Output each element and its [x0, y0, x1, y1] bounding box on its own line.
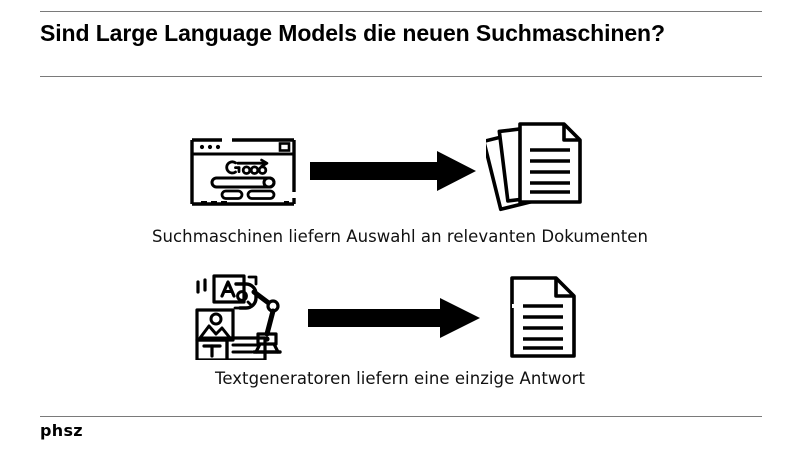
document-stack-icon [486, 118, 590, 212]
right-arrow-icon [310, 151, 476, 191]
phsz-logo: phsz [40, 421, 83, 440]
page-title: Sind Large Language Models die neuen Suc… [40, 20, 665, 46]
row-text-generators-graphics [0, 268, 800, 366]
title-top-divider [40, 11, 762, 12]
search-engine-browser-window-icon [188, 130, 298, 208]
row-search-engines: Suchmaschinen liefern Auswahl an relevan… [0, 118, 800, 246]
right-arrow-icon [308, 298, 480, 338]
caption-search-engines: Suchmaschinen liefern Auswahl an relevan… [152, 227, 648, 246]
title-bottom-divider [40, 76, 762, 77]
caption-text-generators: Textgeneratoren liefern eine einzige Ant… [215, 369, 585, 388]
row-search-engines-graphics [0, 118, 800, 216]
robot-arm-content-generator-icon [192, 272, 288, 360]
row-text-generators: Textgeneratoren liefern eine einzige Ant… [0, 268, 800, 388]
footer-divider [40, 416, 762, 417]
single-document-icon [506, 274, 580, 360]
